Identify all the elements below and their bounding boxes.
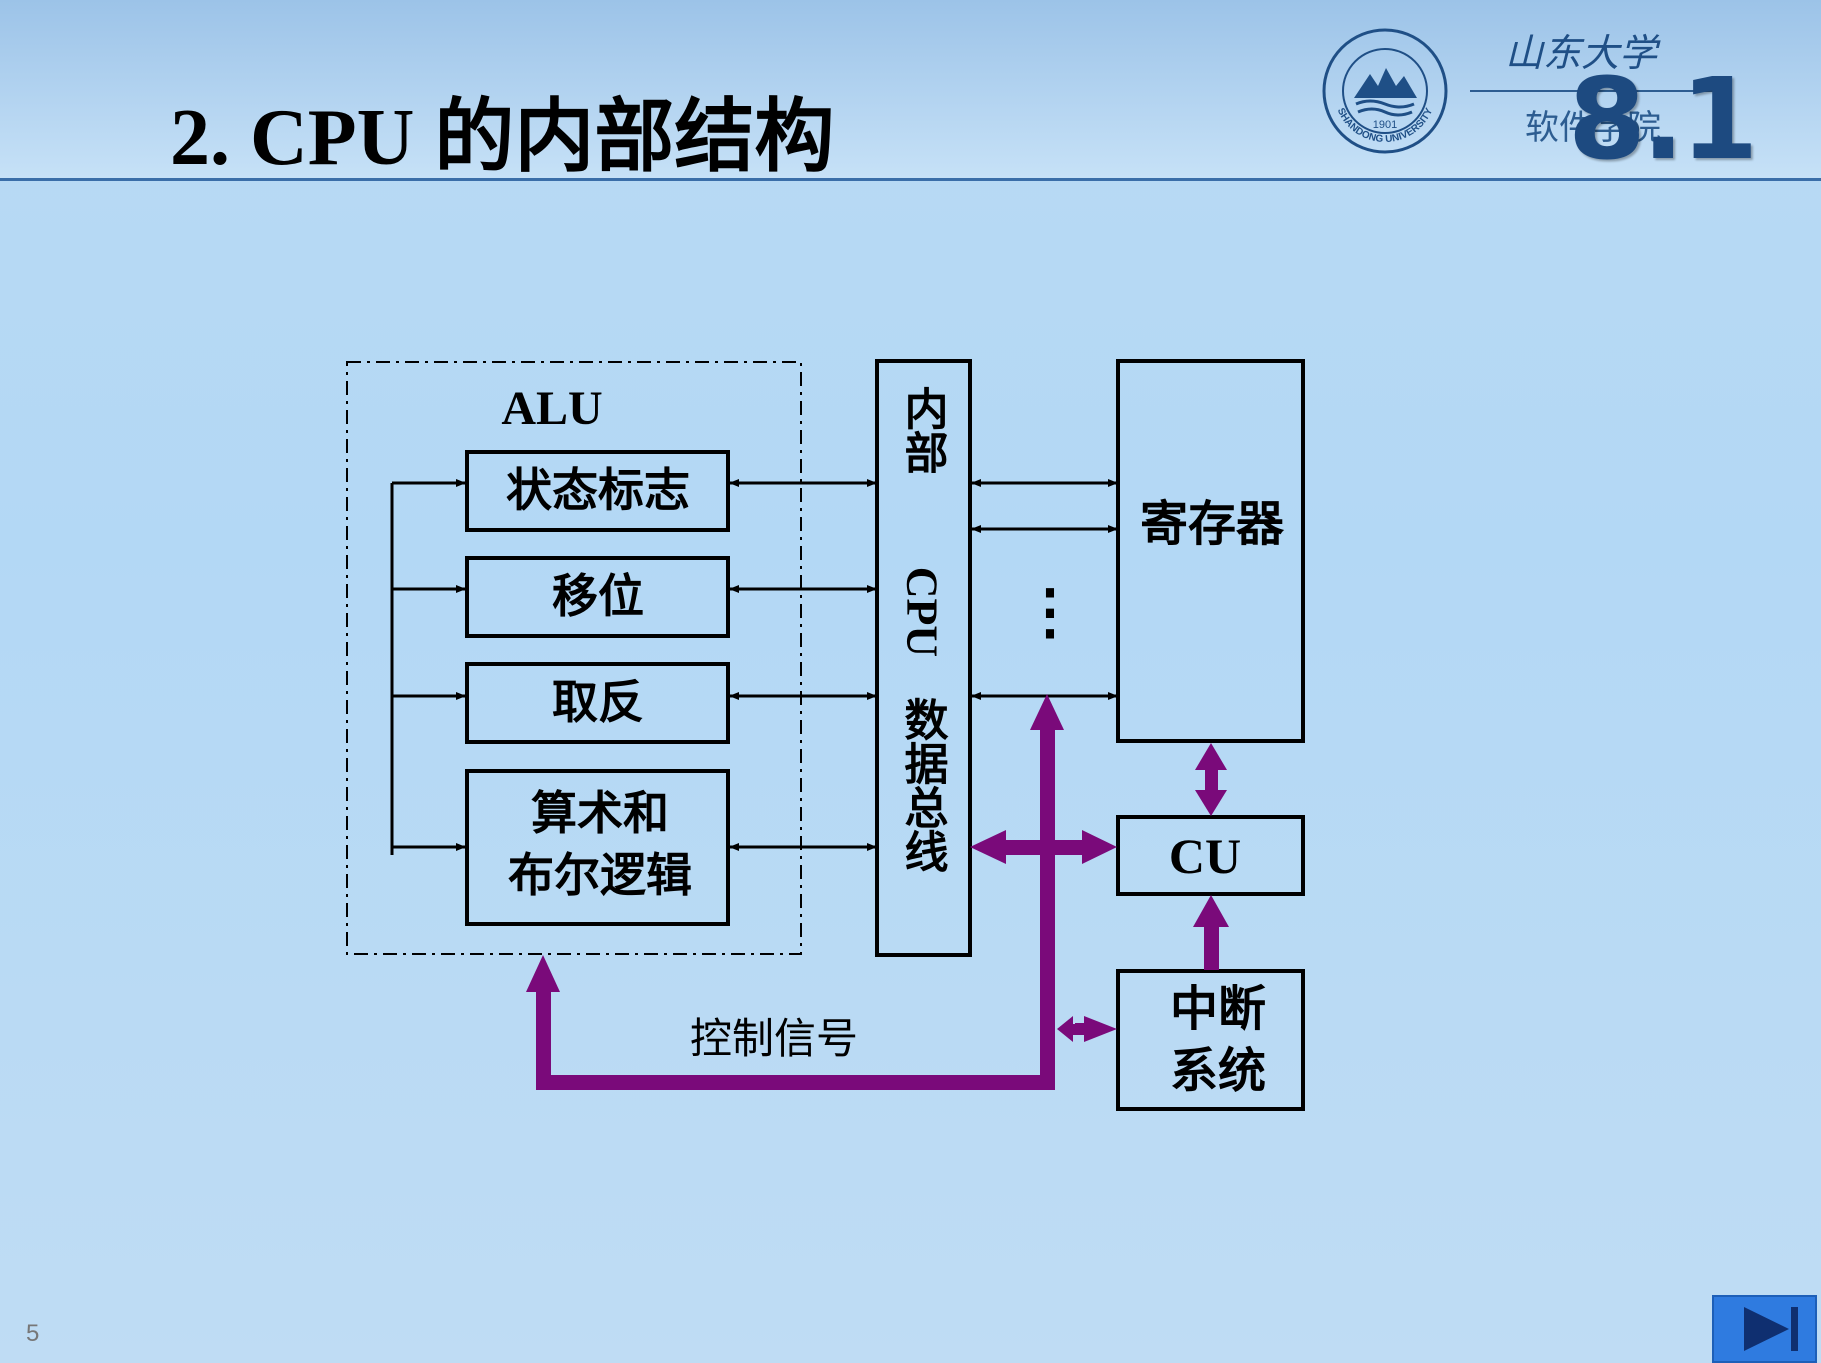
shift-label: 移位 bbox=[552, 569, 644, 623]
interrupt-system-block bbox=[1116, 969, 1305, 1111]
bus-label-2: CPU bbox=[898, 567, 947, 657]
skip-forward-icon bbox=[1744, 1307, 1798, 1351]
interrupt-label-1: 中断 bbox=[1170, 981, 1266, 1037]
invert-block bbox=[465, 662, 730, 744]
ellipsis: ⋮ bbox=[1020, 577, 1080, 647]
registers-block bbox=[1116, 359, 1305, 743]
bus-label-1: 内部 bbox=[897, 386, 948, 474]
university-seal: 1901 SHANDONG UNIVERSITY bbox=[1322, 28, 1448, 154]
control-signal-path bbox=[526, 694, 1229, 1090]
bus-label-3: 数据总线 bbox=[897, 697, 949, 873]
page-number: 5 bbox=[26, 1320, 40, 1347]
invert-label: 取反 bbox=[552, 675, 644, 729]
arith-logic-block bbox=[465, 769, 730, 926]
status-flags-block bbox=[465, 450, 730, 532]
internal-data-bus bbox=[875, 359, 972, 957]
seal-year: 1901 bbox=[1373, 119, 1397, 131]
status-flags-label: 状态标志 bbox=[506, 463, 690, 517]
university-name: 山东大学 bbox=[1505, 31, 1658, 75]
registers-label: 寄存器 bbox=[1140, 496, 1285, 552]
arith-logic-label-1: 算术和 bbox=[531, 786, 669, 840]
section-number: 8.1 bbox=[1568, 55, 1758, 185]
alu-label: ALU bbox=[501, 382, 602, 435]
arith-logic-label-2: 布尔逻辑 bbox=[508, 848, 692, 902]
interrupt-label-2: 系统 bbox=[1170, 1043, 1266, 1099]
cu-block bbox=[1116, 815, 1305, 896]
shift-block bbox=[465, 556, 730, 638]
control-signal-label: 控制信号 bbox=[690, 1014, 858, 1063]
cu-label: CU bbox=[1169, 828, 1241, 884]
logo-underline bbox=[1470, 90, 1720, 92]
page-title: 2. CPU 的内部结构 bbox=[170, 94, 835, 182]
next-slide-button[interactable] bbox=[1712, 1295, 1817, 1363]
school-name: 软件学院 bbox=[1525, 108, 1661, 148]
